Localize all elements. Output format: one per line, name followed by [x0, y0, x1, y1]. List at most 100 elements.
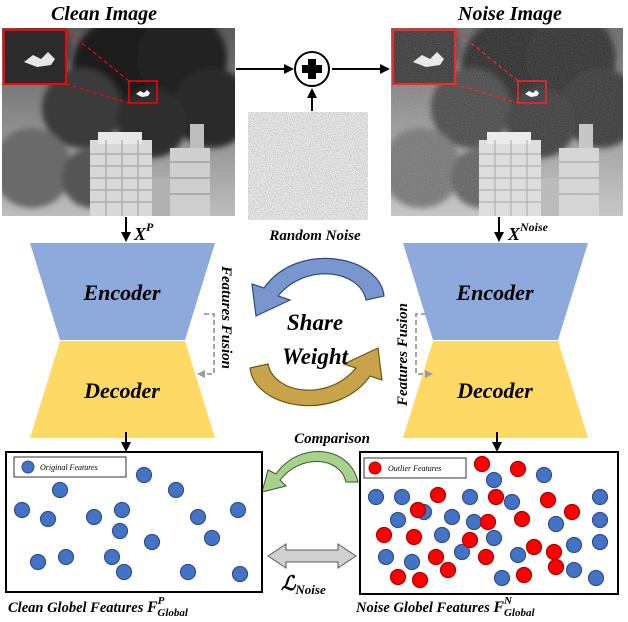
clean-feature-dots [13, 466, 249, 583]
outlier-feature-dot [473, 455, 491, 473]
right-decoder-label: Decoder [456, 378, 533, 403]
left-decoder-label: Decoder [83, 378, 160, 403]
outlier-legend-dot [368, 461, 382, 475]
outlier-feature-dot [439, 561, 457, 579]
outlier-feature-dot [375, 526, 393, 544]
original-feature-dot [103, 548, 121, 566]
original-feature-dot [203, 529, 221, 547]
outlier-legend-box [363, 457, 467, 479]
left-encoder-block [30, 243, 215, 340]
right-features-fusion-label: Features Fusion [395, 303, 411, 407]
left-encoder-label: Encoder [83, 280, 161, 305]
clean-image-title: Clean Image [51, 3, 157, 25]
original-feature-dot [57, 548, 75, 566]
outlier-feature-dot [429, 486, 447, 504]
outlier-legend-label: Outlier Features [388, 464, 441, 473]
noise-feature-dots [367, 455, 609, 589]
outlier-feature-dot [411, 571, 429, 589]
weight-label: Weight [282, 344, 349, 369]
original-feature-dot [465, 513, 483, 531]
original-feature-dot [167, 481, 185, 499]
random-noise-label: Random Noise [268, 228, 361, 244]
outlier-feature-dot [547, 558, 565, 576]
random-noise-image [248, 112, 368, 220]
add-operation-icon [294, 51, 330, 87]
original-feature-dot [39, 510, 57, 528]
original-feature-dot [143, 533, 161, 551]
original-feature-dot [179, 563, 197, 581]
original-feature-dot [13, 501, 31, 519]
original-feature-dot [229, 501, 247, 519]
clean-infrared-image [0, 13, 252, 216]
original-feature-dot [115, 563, 133, 581]
outlier-feature-dot [409, 501, 427, 519]
original-feature-dot [135, 466, 153, 484]
original-feature-dot [591, 533, 609, 551]
share-weight-bottom-arrow [249, 347, 383, 407]
original-legend-box [13, 456, 127, 478]
outlier-feature-dot [513, 510, 531, 528]
original-feature-dot [377, 548, 395, 566]
outlier-feature-dot [487, 488, 505, 506]
original-feature-dot [587, 569, 605, 587]
original-feature-dot [433, 526, 451, 544]
outlier-feature-dot [477, 548, 495, 566]
original-feature-dot [113, 501, 131, 519]
outlier-feature-dot [509, 460, 527, 478]
outlier-feature-dot [461, 531, 479, 549]
right-encoder-label: Encoder [456, 280, 534, 305]
noise-input-symbol: XNoise [507, 220, 549, 244]
outlier-feature-dot [479, 513, 497, 531]
outlier-feature-dot [405, 528, 423, 546]
outlier-feature-dot [563, 503, 581, 521]
outlier-feature-dot [545, 543, 563, 561]
outlier-feature-dot [539, 491, 557, 509]
original-feature-dot [509, 546, 527, 564]
share-label: Share [287, 310, 343, 335]
right-encoder-block [403, 243, 588, 340]
left-fusion-dashed-arrow [197, 313, 215, 378]
original-feature-dot [393, 488, 411, 506]
share-weight-top-arrow [251, 257, 385, 317]
outlier-feature-dot [427, 548, 445, 566]
original-feature-dot [461, 488, 479, 506]
comparison-label: Comparison [294, 431, 370, 447]
original-feature-dot [453, 543, 471, 561]
original-feature-dot [231, 565, 249, 583]
left-features-fusion-label: Features Fusion [218, 265, 234, 369]
clean-input-symbol: XP [133, 220, 154, 244]
original-feature-dot [403, 553, 421, 571]
noise-loss-double-arrow [267, 543, 357, 569]
original-feature-dot [189, 508, 207, 526]
original-feature-dot [485, 471, 503, 489]
original-feature-dot [29, 553, 47, 571]
left-decoder-block [30, 341, 215, 438]
original-feature-dot [591, 488, 609, 506]
noise-infrared-image [391, 28, 623, 216]
original-feature-dot [503, 493, 521, 511]
original-feature-dot [111, 522, 129, 540]
original-legend-dot [21, 460, 35, 474]
outlier-feature-dot [389, 568, 407, 586]
noise-loss-symbol: ℒNoise [281, 573, 326, 597]
original-feature-dot [485, 529, 503, 547]
right-decoder-block [403, 341, 588, 438]
original-feature-dot [493, 569, 511, 587]
comparison-arrow [261, 451, 359, 493]
original-feature-dot [565, 561, 583, 579]
right-fusion-dashed-arrow [415, 313, 433, 378]
original-feature-dot [367, 488, 385, 506]
original-feature-dot [51, 481, 69, 499]
outlier-feature-dot [525, 538, 543, 556]
original-feature-dot [389, 511, 407, 529]
original-legend-label: Original Features [40, 463, 98, 472]
original-feature-dot [535, 466, 553, 484]
original-feature-dot [547, 515, 565, 533]
original-feature-dot [565, 536, 583, 554]
original-feature-dot [85, 508, 103, 526]
noise-image-title: Noise Image [457, 3, 562, 25]
original-feature-dot [591, 511, 609, 529]
